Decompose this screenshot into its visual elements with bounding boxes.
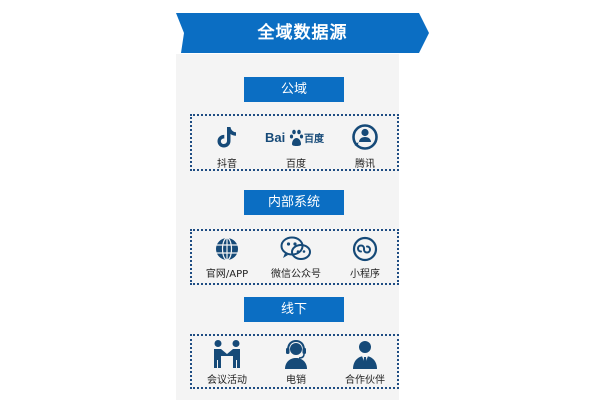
wechat-icon (261, 234, 331, 264)
source-label: 抖音 (217, 159, 237, 170)
section-label-offline: 线下 (244, 297, 344, 322)
source-label: 会议活动 (207, 375, 247, 386)
baidu-logo-text-latin: Bai (265, 130, 285, 145)
section-label-public: 公域 (244, 77, 344, 102)
baidu-logo-text-cjk: 百度 (304, 132, 325, 145)
title-banner: 全域数据源 (176, 13, 429, 53)
source-label: 电销 (286, 375, 306, 386)
globe-icon (192, 234, 262, 264)
tiktok-icon (192, 122, 262, 152)
partner-person-icon (330, 339, 400, 369)
group-public: 抖音 Bai 百度 百度 (190, 114, 399, 171)
page-title: 全域数据源 (257, 23, 348, 43)
source-label: 腾讯 (355, 159, 375, 170)
source-label: 微信公众号 (271, 269, 321, 280)
source-label: 小程序 (350, 269, 380, 280)
source-label: 合作伙伴 (345, 375, 385, 386)
banner-shape (176, 13, 429, 53)
tencent-icon (330, 122, 400, 152)
mini-program-icon (330, 234, 400, 264)
group-internal: 官网/APP 微信公众号 小程序 (190, 229, 399, 285)
baidu-logo-icon: Bai 百度 (261, 122, 331, 152)
headset-agent-icon (261, 339, 331, 369)
group-offline: 会议活动 电销 (190, 334, 399, 389)
source-label: 百度 (286, 159, 306, 170)
source-label: 官网/APP (205, 269, 249, 280)
handshake-icon (192, 339, 262, 369)
section-label-internal: 内部系统 (244, 190, 344, 215)
